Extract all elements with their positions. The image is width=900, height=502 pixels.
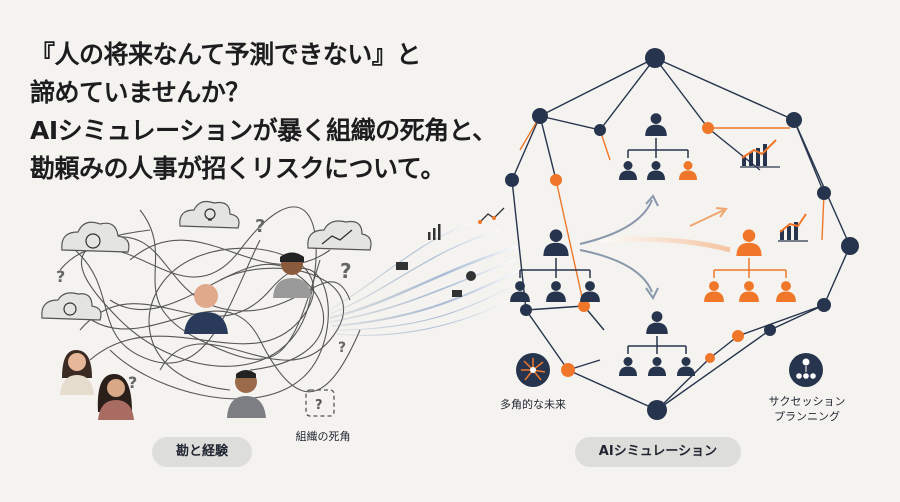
ai-simulation-label: AIシミュレーション [598,444,718,459]
svg-text:?: ? [255,216,265,237]
cloud-brain-icon [61,221,130,253]
blindspot-icon: ? [305,389,335,417]
succession-caption-line-2: プランニング [774,410,840,423]
cloud-network-icon [41,292,102,321]
growth-chart-icon-top [740,139,780,168]
headline-line-2: 諦めていませんか？ [30,78,250,107]
succession-caption-line-1: サクセッション [768,395,846,408]
multi-future-icon [516,353,550,387]
floating-chart-icons [396,207,505,297]
headline-line-4: 勘頼みの人事が招くリスクについて。 [30,154,446,183]
orange-arrow [689,207,728,227]
person-dark-skin-icon [273,252,312,298]
data-flow-streams [329,223,523,336]
svg-text:?: ? [128,373,137,392]
cloud-chart-icon [307,220,372,251]
org-chart-center [510,229,600,302]
succession-icon [789,353,823,387]
person-bald-icon [184,284,228,334]
cloud-lightbulb-icon [179,200,240,229]
org-chart-bottom [619,311,695,376]
ai-simulation-label-pill: AIシミュレーション [575,437,741,467]
org-chart-orange [599,229,796,302]
headline: 『人の将来なんて予測できない』と 諦めていませんか？ AIシミュレーションが暴く… [30,36,500,188]
intuition-label: 勘と経験 [175,444,228,459]
succession-caption: サクセッション プランニング [764,394,850,424]
person-man-bottom-icon [227,370,266,418]
growth-chart-icon-right [778,213,808,242]
headline-line-1: 『人の将来なんて予測できない』と [30,40,421,69]
svg-text:?: ? [56,267,65,286]
intuition-label-pill: 勘と経験 [152,437,252,467]
svg-text:?: ? [315,398,323,413]
headline-line-3: AIシミュレーションが暴く組織の死角と、 [30,116,497,145]
question-mark-icons: ? ? ? ? ? [56,216,352,392]
org-chart-top [619,113,697,180]
multi-future-caption: 多角的な未来 [500,398,566,411]
svg-text:?: ? [340,259,352,283]
blindspot-caption: 組織の死角 [295,430,351,443]
svg-text:?: ? [338,340,346,356]
person-woman-left-icon [60,350,94,395]
network-nodes [505,48,859,420]
person-woman-right-icon [97,374,134,420]
network-orange-edges [519,115,825,307]
branch-arrows [579,194,659,300]
